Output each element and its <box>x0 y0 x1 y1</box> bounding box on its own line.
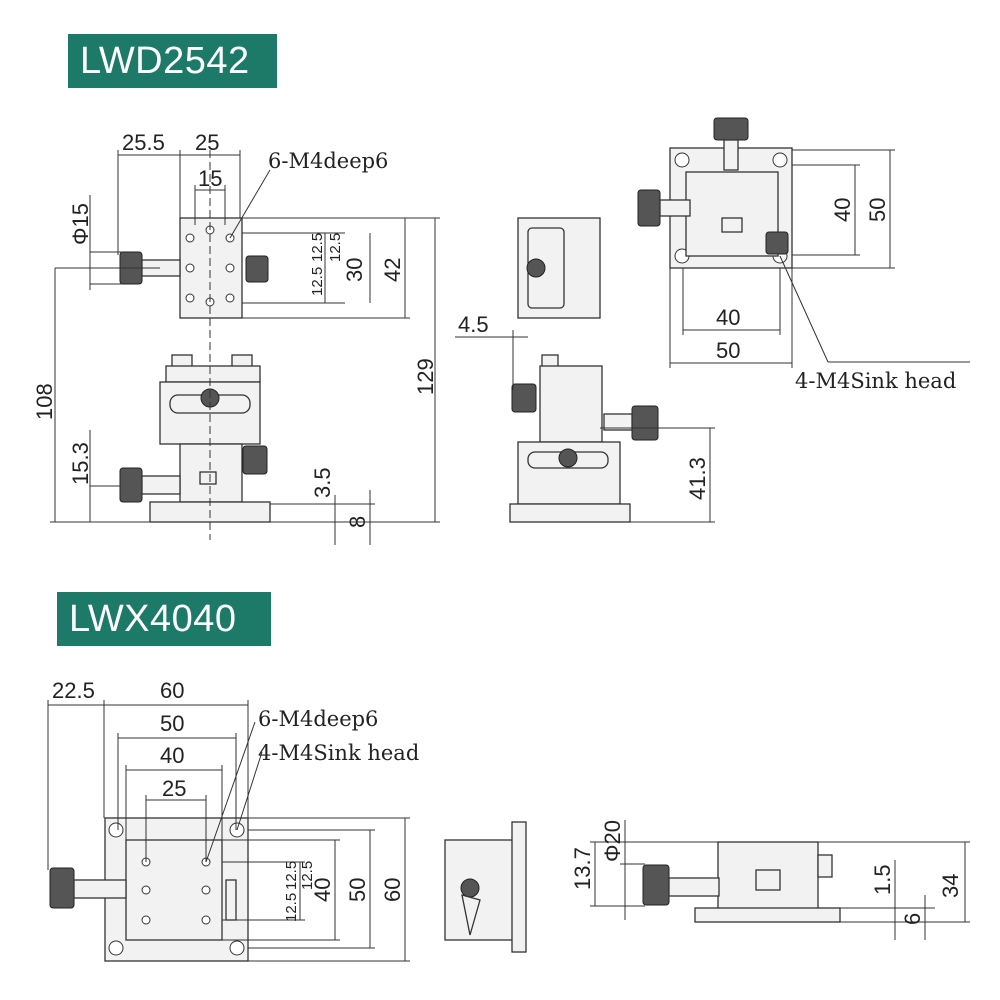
lock-screw <box>526 258 546 278</box>
side-bracket <box>539 365 603 443</box>
dim-40-horizontal: 40 <box>716 305 740 330</box>
knob-corner <box>765 231 789 255</box>
dim-phi15: Φ15 <box>68 203 93 245</box>
note-holes: 6-M4deep6 <box>268 149 388 173</box>
knob-shaft <box>668 877 720 897</box>
knob-shaft <box>603 413 633 431</box>
knob-top <box>713 117 749 141</box>
knob-shaft <box>659 199 691 217</box>
dim-42: 42 <box>380 258 405 282</box>
lwx4040-side-view: 13.7 Φ20 1.5 6 34 <box>570 820 970 940</box>
dim-34: 34 <box>938 874 963 898</box>
dim-40: 40 <box>160 743 184 768</box>
center-block <box>721 217 743 233</box>
knob-right <box>245 255 269 283</box>
dim-12-5: 12.5 <box>309 267 326 296</box>
dim-60-vertical: 60 <box>380 878 405 902</box>
dim-50-vertical: 50 <box>865 198 890 222</box>
dim-3-5: 3.5 <box>310 467 335 498</box>
note-holes: 6-M4deep6 <box>258 707 378 731</box>
knob-bottom-left <box>119 467 143 503</box>
dim-108: 108 <box>32 383 57 420</box>
dim-50-vertical: 50 <box>345 878 370 902</box>
dim-12-5: 12.5 <box>283 893 300 922</box>
lwd2542-side-view: 4.5 41.3 <box>455 217 715 523</box>
dim-50: 50 <box>160 711 184 736</box>
center-block <box>755 869 781 891</box>
dim-25: 25 <box>195 130 219 155</box>
lock-lever <box>225 879 237 921</box>
mounting-holes <box>185 225 235 307</box>
dim-129: 129 <box>413 358 438 395</box>
lwx4040-edge-view <box>444 821 527 953</box>
dim-40-vertical: 40 <box>830 198 855 222</box>
knob-side-left <box>511 383 537 413</box>
dim-50-horizontal: 50 <box>716 338 740 363</box>
dim-4-5: 4.5 <box>458 312 489 337</box>
knob-taper <box>461 894 481 936</box>
knob <box>642 864 670 906</box>
edge-plate <box>511 821 527 953</box>
knob-shaft <box>73 879 127 899</box>
side-base <box>694 907 841 923</box>
dim-12-5: 12.5 <box>327 233 344 262</box>
dim-15-3: 15.3 <box>68 442 93 485</box>
dim-8: 8 <box>345 516 370 528</box>
knob-side-right <box>631 405 659 441</box>
bracket-tab <box>171 354 193 368</box>
model-title-lwd2542: LWD2542 <box>68 34 277 88</box>
dim-25-5: 25.5 <box>122 130 165 155</box>
dim-30: 30 <box>342 258 367 282</box>
note-sink-head: 4-M4Sink head <box>258 741 419 765</box>
lwx4040-front-view: 22.5 60 50 40 25 6-M4deep6 4-M4Sink head… <box>47 678 419 962</box>
edge-stage <box>444 839 516 941</box>
dim-12-5: 12.5 <box>283 861 300 890</box>
lock-screw <box>558 448 578 468</box>
bracket-tab <box>231 354 253 368</box>
knob-side <box>242 445 268 475</box>
knob-shaft <box>141 475 181 495</box>
dim-6: 6 <box>900 913 925 925</box>
dim-25: 25 <box>162 776 186 801</box>
lwd2542-front-view: 25.5 25 15 6-M4deep6 Φ15 12.5 12.5 12.5 … <box>32 130 440 545</box>
dim-60: 60 <box>160 678 184 703</box>
dim-15: 15 <box>198 166 222 191</box>
dim-1-5: 1.5 <box>870 864 895 895</box>
side-lever <box>817 854 833 878</box>
knob-left <box>637 189 661 227</box>
side-base <box>509 503 631 523</box>
inner-stage <box>685 171 779 257</box>
center-block <box>199 471 217 485</box>
mounting-holes <box>141 857 211 925</box>
bracket-top <box>165 365 261 383</box>
dim-41-3: 41.3 <box>685 457 710 500</box>
dim-phi20: Φ20 <box>600 820 625 862</box>
dim-12-5: 12.5 <box>309 233 326 262</box>
dim-22-5: 22.5 <box>52 678 95 703</box>
knob-end <box>460 878 480 898</box>
knob-shaft <box>723 139 739 171</box>
knob <box>49 867 75 909</box>
dim-40-vertical: 40 <box>310 878 335 902</box>
model-title-lwx4040: LWX4040 <box>57 592 271 646</box>
dim-12-5: 12.5 <box>299 861 316 890</box>
dim-13-7: 13.7 <box>570 847 595 890</box>
bracket-tab <box>541 354 559 368</box>
lwd2542-top-view: 40 50 40 50 4-M4Sink head <box>637 117 970 393</box>
note-sink-head: 4-M4Sink head <box>795 369 956 393</box>
